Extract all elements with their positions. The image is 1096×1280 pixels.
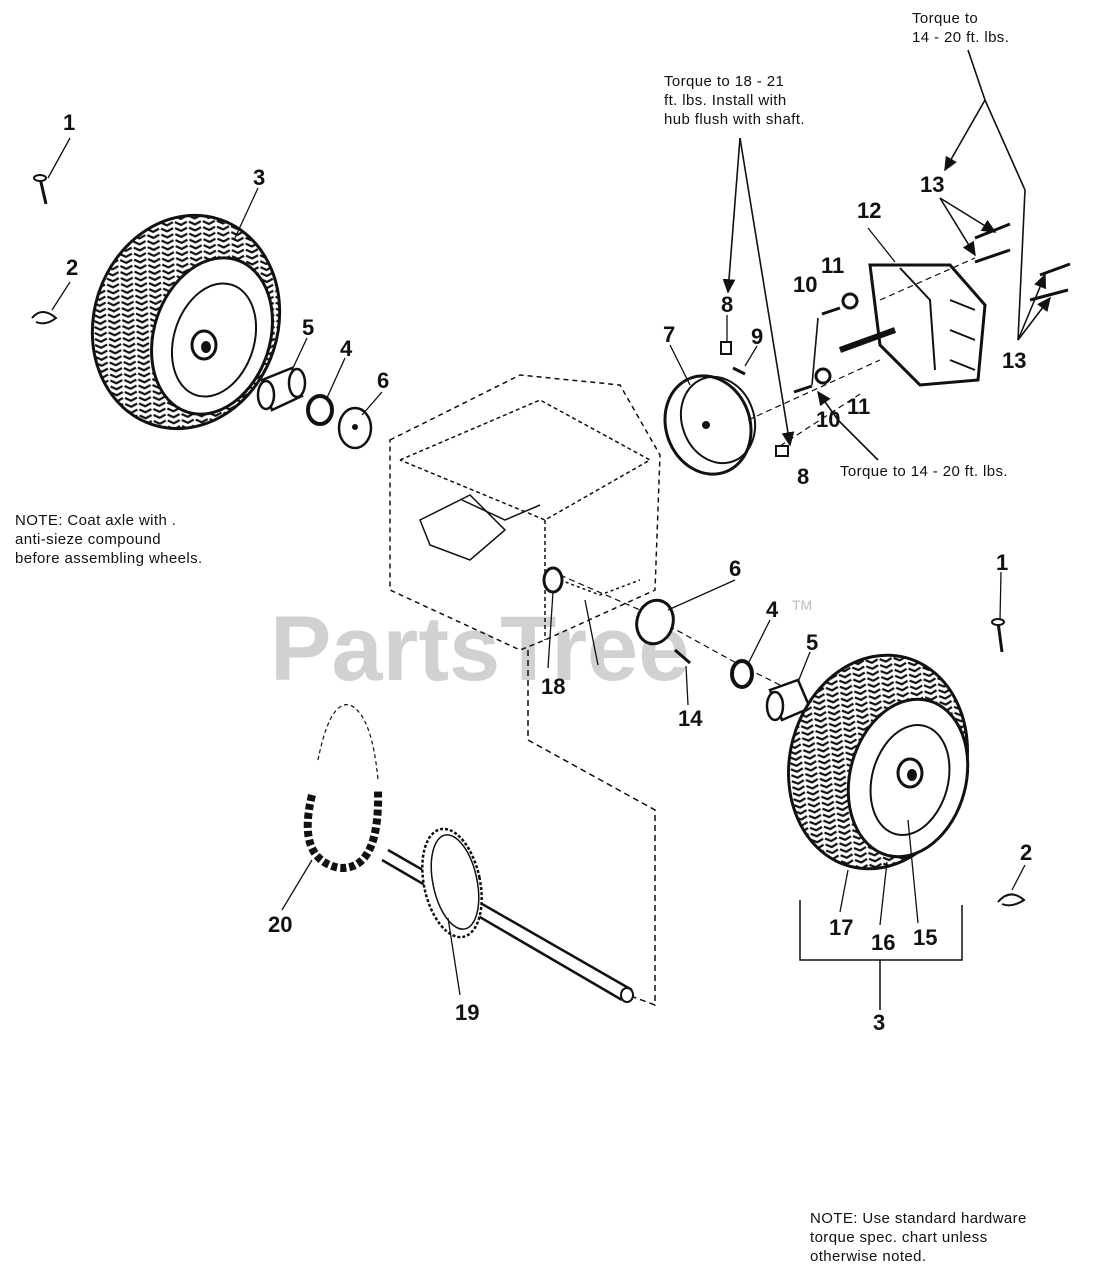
torque-arrows xyxy=(722,49,1051,461)
setscrew-8-bottom xyxy=(775,445,789,457)
left-hub-6 xyxy=(337,406,373,450)
note-standard-hardware-line-3: otherwise noted. xyxy=(810,1248,927,1265)
watermark-tm: TM xyxy=(792,597,812,613)
part-labels: 1 2 3 5 4 6 7 8 9 8 10 11 12 13 13 11 10… xyxy=(63,110,1032,1035)
left-wheel xyxy=(90,213,282,431)
label-11-bottom: 11 xyxy=(847,394,870,419)
label-1-right: 1 xyxy=(996,550,1008,575)
bolt-14 xyxy=(674,648,691,665)
right-bushing-5 xyxy=(765,678,812,722)
label-17: 17 xyxy=(829,915,853,940)
leader-lines xyxy=(47,137,1026,996)
right-clevis-pin-1 xyxy=(991,618,1005,653)
left-hairpin-2 xyxy=(31,311,58,325)
label-14: 14 xyxy=(678,706,703,731)
frame-housing xyxy=(389,374,661,1007)
note-torque-pulley-line-1: Torque to 18 - 21 xyxy=(664,73,785,90)
label-4-right: 4 xyxy=(766,597,779,622)
note-standard-hardware-line-2: torque spec. chart unless xyxy=(810,1229,988,1246)
note-standard-hardware: NOTE: Use standard hardware torque spec.… xyxy=(810,1209,1027,1266)
note-axle: NOTE: Coat axle with . anti-sieze compou… xyxy=(15,511,203,568)
label-3-bottom: 3 xyxy=(873,1010,885,1035)
label-5-left: 5 xyxy=(302,315,314,340)
note-standard-hardware-line-1: NOTE: Use standard hardware xyxy=(810,1210,1027,1227)
note-torque-transmission-top-line-2: 14 - 20 ft. lbs. xyxy=(912,29,1010,46)
label-10-top: 10 xyxy=(793,272,817,297)
label-4-left: 4 xyxy=(340,336,353,361)
label-8-top: 8 xyxy=(721,292,733,317)
label-16: 16 xyxy=(871,930,895,955)
label-18: 18 xyxy=(541,674,565,699)
sprocket xyxy=(421,827,483,939)
note-torque-transmission-top: Torque to 14 - 20 ft. lbs. xyxy=(912,9,1009,47)
chain-20 xyxy=(303,704,383,872)
label-8-bottom: 8 xyxy=(797,464,809,489)
note-torque-pulley-line-2: ft. lbs. Install with xyxy=(664,92,787,109)
label-7: 7 xyxy=(663,322,675,347)
label-2-left: 2 xyxy=(66,255,78,280)
axle-19 xyxy=(381,848,634,1003)
label-10-bottom: 10 xyxy=(816,407,840,432)
right-hairpin-2 xyxy=(997,893,1026,907)
label-13-top: 13 xyxy=(920,172,944,197)
wheel-assembly-bracket xyxy=(799,900,963,1010)
label-2-right: 2 xyxy=(1020,840,1032,865)
label-5-right: 5 xyxy=(806,630,818,655)
left-clevis-pin-1 xyxy=(33,174,48,205)
label-6-left: 6 xyxy=(377,368,389,393)
label-3-left: 3 xyxy=(253,165,265,190)
label-19: 19 xyxy=(455,1000,479,1025)
left-bushing-5 xyxy=(256,366,307,412)
watermark: PartsTree TM xyxy=(270,597,812,700)
note-torque-transmission-bottom: Torque to 14 - 20 ft. lbs. xyxy=(840,462,1008,481)
bolts-10 xyxy=(793,306,841,394)
label-12: 12 xyxy=(857,198,881,223)
note-axle-line-3: before assembling wheels. xyxy=(15,550,203,567)
right-hub-6 xyxy=(635,598,675,646)
watermark-text: PartsTree xyxy=(270,598,689,700)
note-torque-pulley: Torque to 18 - 21 ft. lbs. Install with … xyxy=(664,72,805,129)
label-20: 20 xyxy=(268,912,292,937)
left-washer-4 xyxy=(306,394,334,426)
label-1-left: 1 xyxy=(63,110,75,135)
note-torque-pulley-line-3: hub flush with shaft. xyxy=(664,111,805,128)
note-axle-line-1: NOTE: Coat axle with . xyxy=(15,512,177,529)
pulley-bolt-8-top xyxy=(720,341,732,355)
label-15: 15 xyxy=(913,925,937,950)
note-torque-transmission-bottom-text: Torque to 14 - 20 ft. lbs. xyxy=(840,463,1008,480)
pulley-7 xyxy=(663,374,757,476)
label-6-right: 6 xyxy=(729,556,741,581)
note-torque-transmission-top-line-1: Torque to xyxy=(912,10,979,27)
key-9 xyxy=(732,366,746,376)
label-11-top: 11 xyxy=(821,253,844,278)
right-washer-4 xyxy=(730,659,754,689)
label-9: 9 xyxy=(751,324,763,349)
nuts-11 xyxy=(814,292,859,385)
bushing-18 xyxy=(542,566,564,594)
right-wheel xyxy=(787,653,970,871)
label-13-right: 13 xyxy=(1002,348,1026,373)
note-axle-line-2: anti-sieze compound xyxy=(15,531,162,548)
transmission-12 xyxy=(838,263,987,387)
